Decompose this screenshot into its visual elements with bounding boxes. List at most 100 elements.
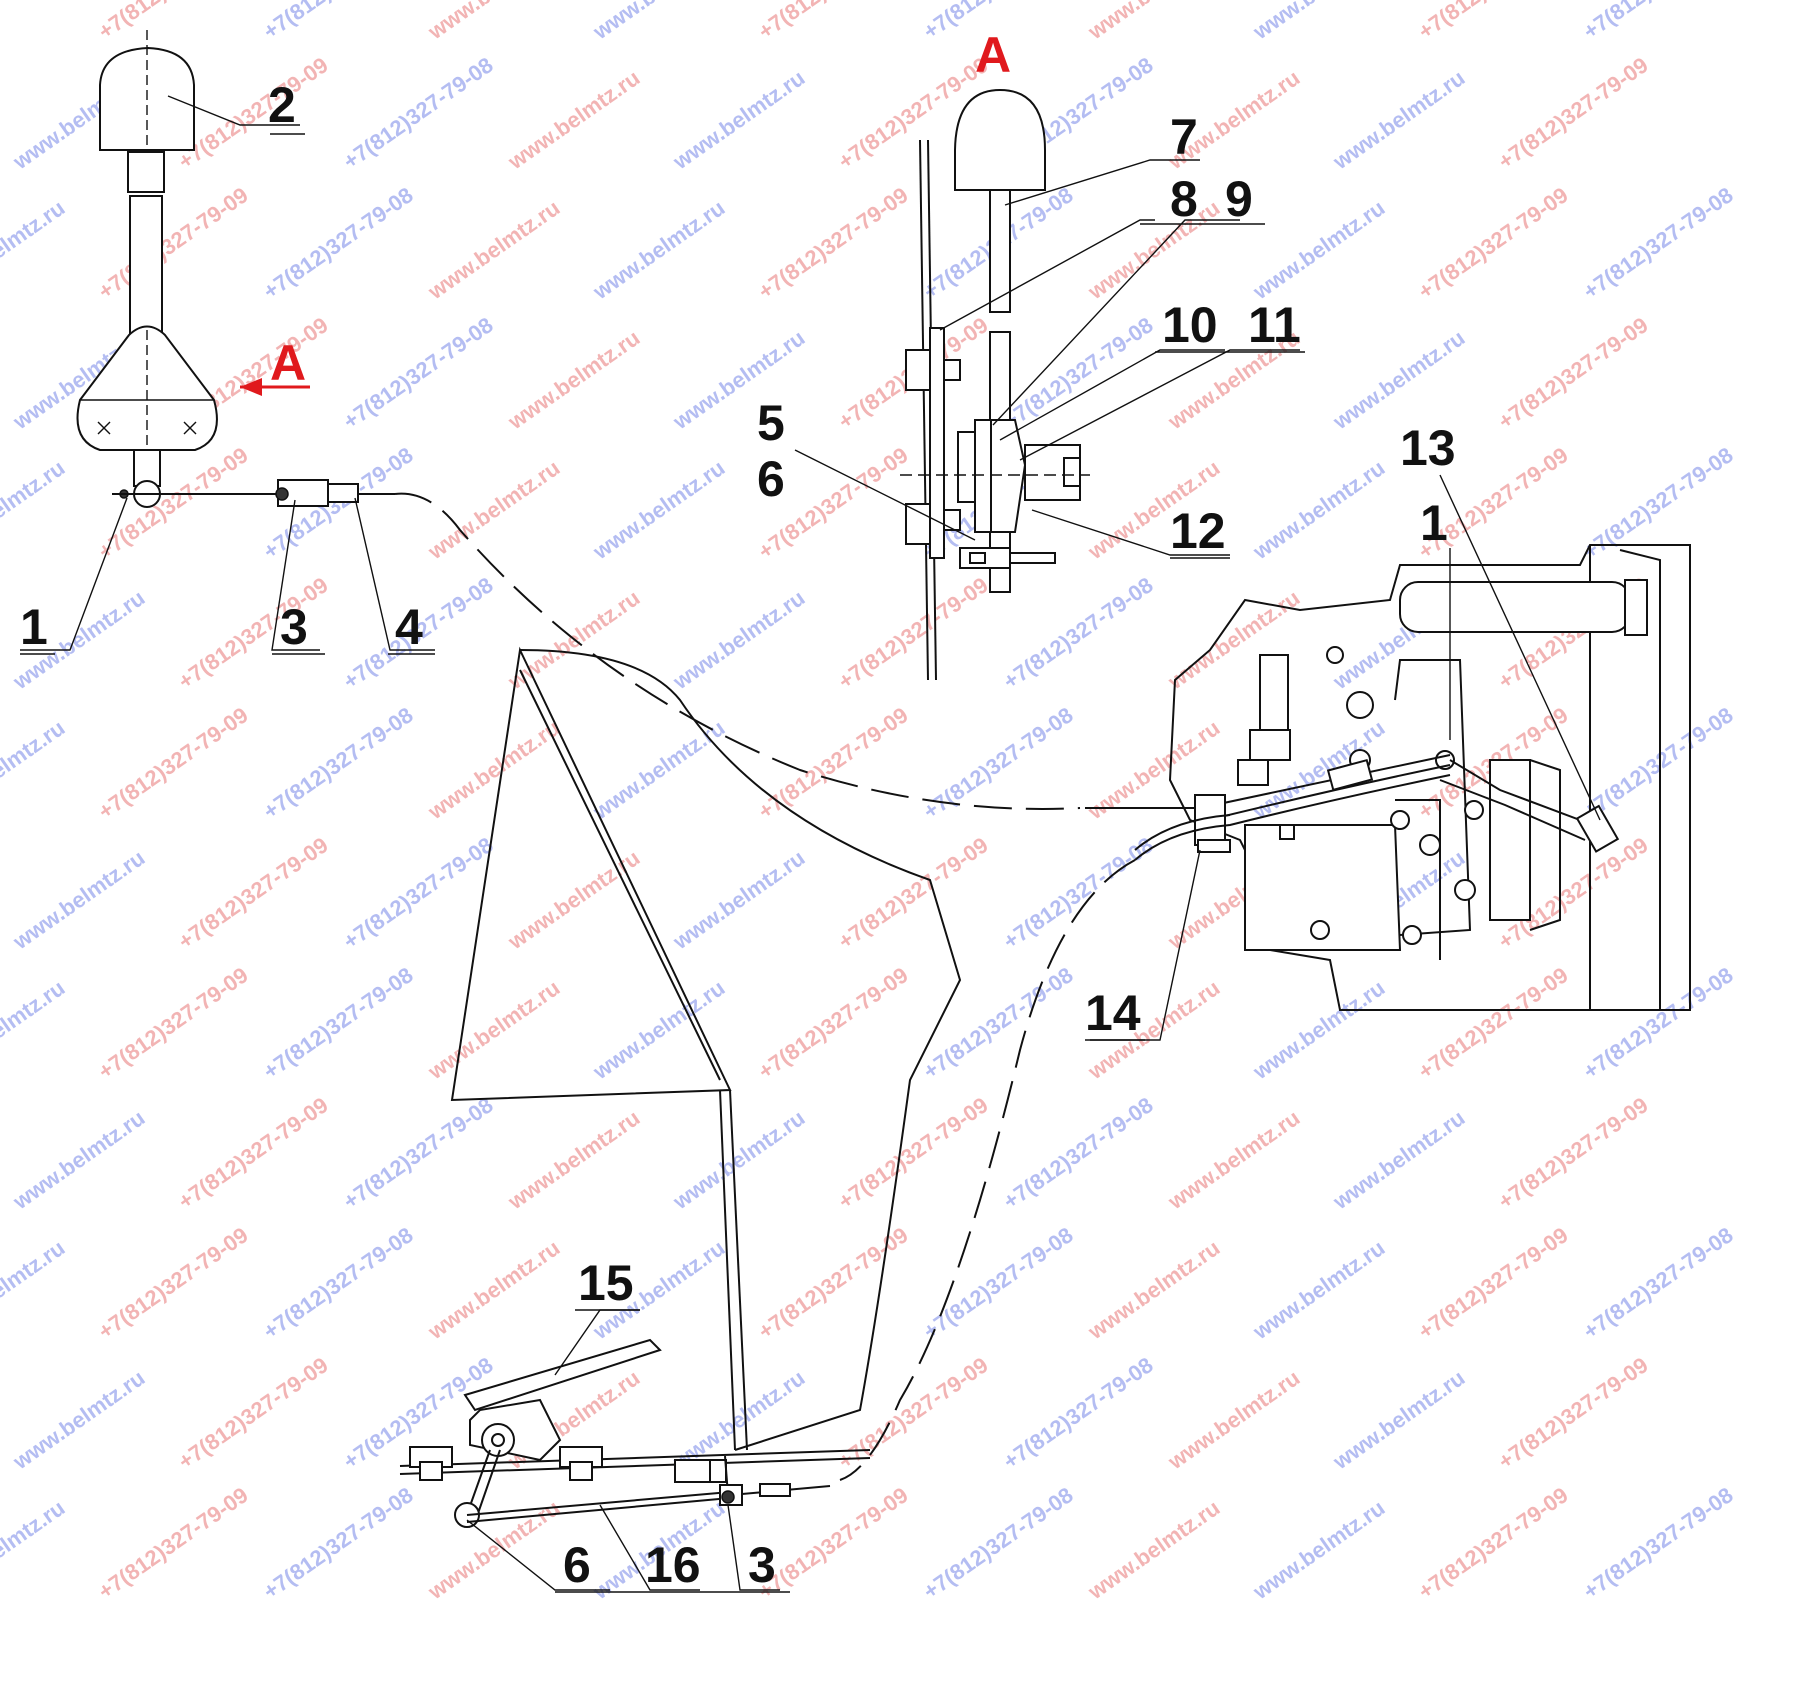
watermark-text: +7(812)327-79-09 bbox=[94, 1482, 253, 1604]
callout-1-left: 1 bbox=[20, 599, 48, 655]
watermark-text: +7(812)327-79-09 bbox=[94, 1222, 253, 1344]
callout-1-right: 1 bbox=[1420, 495, 1448, 551]
watermark-text: www.belmtz.ru bbox=[588, 195, 730, 305]
callout-12: 12 bbox=[1170, 503, 1226, 559]
watermark-text: +7(812)327-79-08 bbox=[259, 1482, 418, 1604]
watermark-text: www.belmtz.ru bbox=[423, 0, 565, 45]
watermark-text: www.belmtz.ru bbox=[588, 455, 730, 565]
watermark-text: +7(812)327-79-09 bbox=[174, 1352, 333, 1474]
watermark-text: www.belmtz.ru bbox=[1083, 0, 1225, 45]
watermark-text: +7(812)327-79-09 bbox=[834, 1092, 993, 1214]
watermark-text: www.belmtz.ru bbox=[423, 975, 565, 1085]
watermark-text: +7(812)327-79-09 bbox=[94, 0, 253, 44]
watermark-text: www.belmtz.ru bbox=[8, 1105, 150, 1215]
callout-8: 8 bbox=[1170, 171, 1198, 227]
watermark-text: +7(812)327-79-09 bbox=[174, 572, 333, 694]
watermark-text: +7(812)327-79-09 bbox=[174, 1092, 333, 1214]
watermark-text: +7(812)327-79-08 bbox=[1579, 0, 1738, 44]
watermark-text: www.belmtz.ru bbox=[503, 845, 645, 955]
watermark-text: +7(812)327-79-08 bbox=[999, 832, 1158, 954]
watermark-text: www.belmtz.ru bbox=[423, 455, 565, 565]
watermark-text: www.belmtz.ru bbox=[588, 975, 730, 1085]
watermark-text: +7(812)327-79-09 bbox=[834, 1352, 993, 1474]
watermark-text: www.belmtz.ru bbox=[1248, 1495, 1390, 1605]
hand-lever-assembly bbox=[76, 30, 395, 508]
watermark-text: +7(812)327-79-08 bbox=[1579, 962, 1738, 1084]
watermark-text: www.belmtz.ru bbox=[503, 1105, 645, 1215]
callout-3-bottom: 3 bbox=[748, 1537, 776, 1593]
callout-6-top: 6 bbox=[757, 451, 785, 507]
watermark-text: www.belmtz.ru bbox=[1328, 1365, 1470, 1475]
watermark-text: www.belmtz.ru bbox=[0, 1235, 69, 1345]
view-a-detail bbox=[900, 88, 1090, 681]
view-a-title: A bbox=[975, 27, 1011, 83]
watermark-text: www.belmtz.ru bbox=[668, 1365, 810, 1475]
callout-2: 2 bbox=[268, 77, 296, 133]
watermark-text: +7(812)327-79-09 bbox=[174, 832, 333, 954]
watermark-text: +7(812)327-79-08 bbox=[339, 832, 498, 954]
cab-panel bbox=[399, 646, 962, 1475]
pedal-assembly bbox=[409, 1338, 831, 1528]
callouts: A A 2 1 3 4 7 8 9 10 11 5 6 12 13 1 14 1… bbox=[20, 27, 1456, 1593]
watermark-text: www.belmtz.ru bbox=[0, 715, 69, 825]
watermark-text: +7(812)327-79-08 bbox=[259, 1222, 418, 1344]
watermark-text: www.belmtz.ru bbox=[1248, 1235, 1390, 1345]
watermark-text: +7(812)327-79-08 bbox=[259, 962, 418, 1084]
watermark-text: +7(812)327-79-09 bbox=[1494, 1352, 1653, 1474]
watermark-text: +7(812)327-79-08 bbox=[919, 1482, 1078, 1604]
watermark-text: www.belmtz.ru bbox=[503, 65, 645, 175]
watermark-text: www.belmtz.ru bbox=[1248, 0, 1390, 45]
watermark-text: +7(812)327-79-09 bbox=[1414, 0, 1573, 44]
watermark-text: www.belmtz.ru bbox=[503, 325, 645, 435]
watermark-text: www.belmtz.ru bbox=[0, 0, 69, 45]
callout-13: 13 bbox=[1400, 420, 1456, 476]
callout-9: 9 bbox=[1225, 171, 1253, 227]
watermark-text: www.belmtz.ru bbox=[668, 585, 810, 695]
watermark-text: www.belmtz.ru bbox=[1248, 195, 1390, 305]
watermark-text: www.belmtz.ru bbox=[1328, 65, 1470, 175]
watermark-text: www.belmtz.ru bbox=[1248, 455, 1390, 565]
callout-15: 15 bbox=[578, 1255, 634, 1311]
watermark-text: +7(812)327-79-09 bbox=[174, 52, 333, 174]
callout-10: 10 bbox=[1162, 297, 1218, 353]
watermark-text: +7(812)327-79-09 bbox=[94, 182, 253, 304]
watermark-text: +7(812)327-79-09 bbox=[1414, 1482, 1573, 1604]
watermark-text: www.belmtz.ru bbox=[1083, 1235, 1225, 1345]
watermark-text: +7(812)327-79-08 bbox=[339, 52, 498, 174]
watermark-text: +7(812)327-79-09 bbox=[1494, 312, 1653, 434]
watermark-text: www.belmtz.ru bbox=[1083, 1495, 1225, 1605]
cable-run bbox=[394, 492, 1136, 1481]
watermark-text: www.belmtz.ru bbox=[0, 975, 69, 1085]
watermark-text: www.belmtz.ru bbox=[1163, 1105, 1305, 1215]
watermark-text: www.belmtz.ru bbox=[423, 715, 565, 825]
watermark-text: +7(812)327-79-09 bbox=[94, 702, 253, 824]
callout-14: 14 bbox=[1085, 985, 1141, 1041]
watermark-text: +7(812)327-79-08 bbox=[999, 312, 1158, 434]
watermark-text: www.belmtz.ru bbox=[1083, 195, 1225, 305]
watermark-text: www.belmtz.ru bbox=[668, 845, 810, 955]
watermark-text: www.belmtz.ru bbox=[1328, 325, 1470, 435]
watermark-text: www.belmtz.ru bbox=[588, 0, 730, 45]
watermark-text: www.belmtz.ru bbox=[1248, 975, 1390, 1085]
view-a-arrow-label: A bbox=[270, 335, 306, 391]
callout-7: 7 bbox=[1170, 109, 1198, 165]
callout-4: 4 bbox=[395, 599, 423, 655]
watermark-text: +7(812)327-79-09 bbox=[1414, 182, 1573, 304]
watermark-text: www.belmtz.ru bbox=[0, 195, 69, 305]
callout-16: 16 bbox=[645, 1537, 701, 1593]
watermark-text: www.belmtz.ru bbox=[1328, 1105, 1470, 1215]
watermark-text: +7(812)327-79-09 bbox=[1494, 1092, 1653, 1214]
engine-area bbox=[1085, 544, 1691, 1011]
watermark-text: www.belmtz.ru bbox=[668, 65, 810, 175]
callout-11: 11 bbox=[1248, 297, 1301, 353]
watermark-text: +7(812)327-79-09 bbox=[94, 442, 253, 564]
watermark-text: www.belmtz.ru bbox=[423, 195, 565, 305]
watermark-text: +7(812)327-79-08 bbox=[999, 1092, 1158, 1214]
watermark-text: +7(812)327-79-08 bbox=[999, 572, 1158, 694]
watermark-text: +7(812)327-79-09 bbox=[754, 702, 913, 824]
watermark-text: www.belmtz.ru bbox=[8, 1365, 150, 1475]
callout-6-bottom: 6 bbox=[563, 1537, 591, 1593]
watermark-text: www.belmtz.ru bbox=[423, 1235, 565, 1345]
watermark-text: +7(812)327-79-08 bbox=[919, 1222, 1078, 1344]
